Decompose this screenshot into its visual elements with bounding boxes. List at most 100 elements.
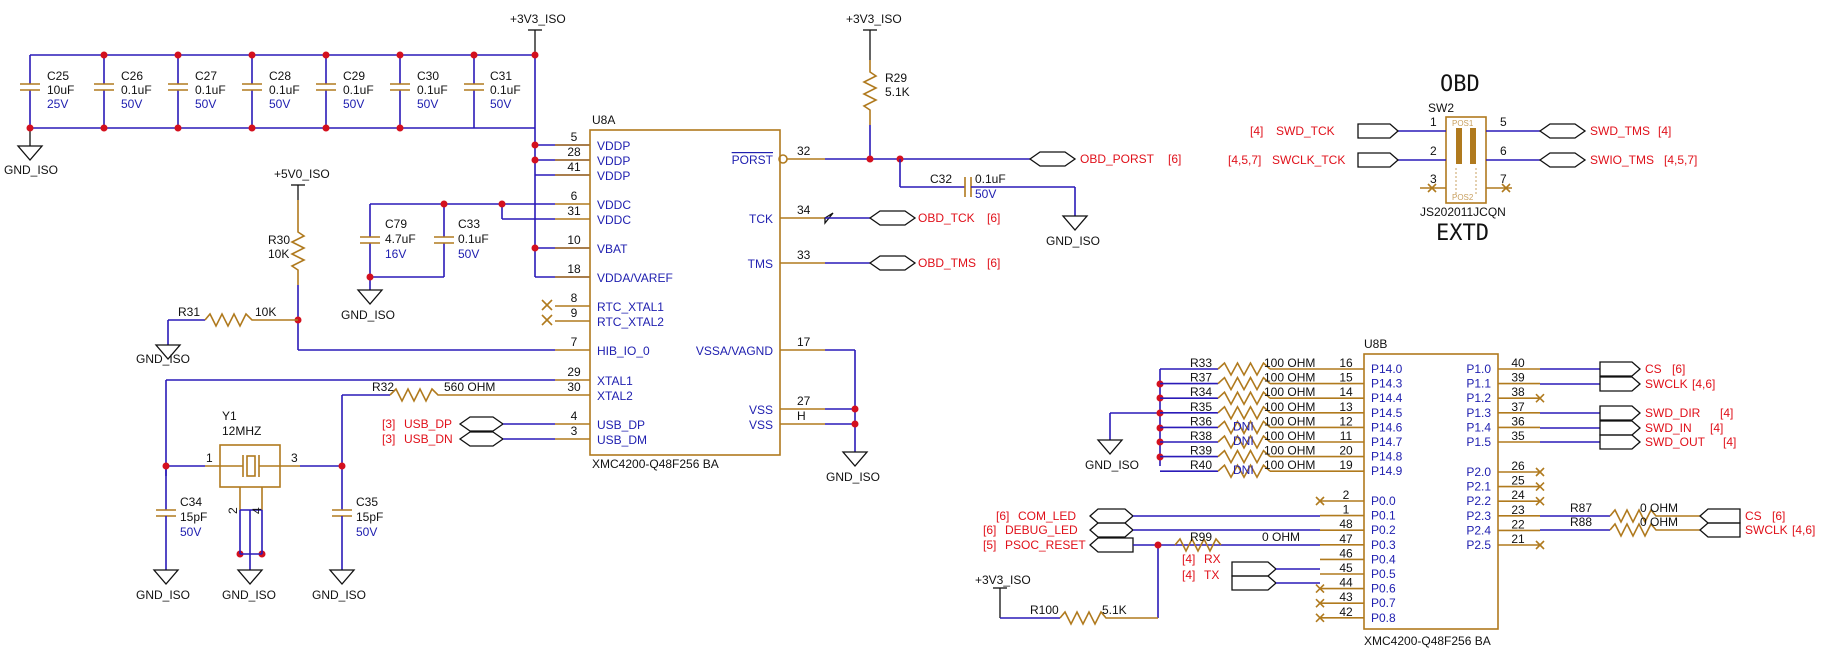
pin-num: 4 (571, 409, 578, 423)
pin-name: RTC_XTAL1 (597, 300, 664, 314)
pin-name: HIB_IO_0 (597, 344, 650, 358)
r99-value: 0 OHM (1262, 530, 1300, 544)
res-value: 100 OHM (1264, 458, 1315, 472)
res-value: 100 OHM (1264, 400, 1315, 414)
pin-num: 17 (797, 335, 811, 349)
port-name: P2.0 (1466, 465, 1491, 479)
pin-num: 36 (1511, 414, 1525, 428)
c35-ref: C35 (356, 495, 378, 509)
vss-ground: GND_ISO (825, 349, 880, 484)
obd-tms-net: OBD_TMS (918, 256, 976, 270)
sw2-net: SWD_TMS (1590, 124, 1650, 138)
sw2-pin: 3 (1430, 172, 1437, 186)
pin-num: 13 (1339, 400, 1353, 414)
p0-net-sheet: [4] (1182, 552, 1195, 566)
r31-value: 10K (255, 305, 276, 319)
p0-net-sheet: [5] (983, 538, 996, 552)
p0-net-sheet: [6] (996, 509, 1009, 523)
p2-res-ref: R87 (1570, 501, 1592, 515)
p1-net: SWD_OUT (1645, 435, 1706, 449)
v33-label: +3V3_ISO (510, 12, 566, 26)
pin-name: PORST (732, 153, 774, 167)
pin-num: 27 (797, 394, 811, 408)
pin-num: 44 (1339, 576, 1353, 590)
pin-num: 38 (1511, 385, 1525, 399)
res-ref: R35 (1190, 400, 1212, 414)
pin-num: 18 (567, 262, 581, 276)
p2-net-sheet: [4,6] (1792, 523, 1815, 537)
no-connect (1315, 584, 1325, 594)
p2-res-value: 0 OHM (1640, 501, 1678, 515)
no-connect (1535, 482, 1545, 492)
pin-num: 33 (797, 248, 811, 262)
jtag-nets: OBD_TCK [6] OBD_TMS [6] (824, 210, 1000, 271)
pin-num: 1 (1343, 503, 1350, 517)
cap-value: 0.1uF (490, 83, 521, 97)
pin-name: USB_DP (597, 418, 645, 432)
port-name: P2.5 (1466, 538, 1491, 552)
sw2-pin: 6 (1500, 144, 1507, 158)
pin-num: 9 (571, 306, 578, 320)
pin-num: 5 (571, 130, 578, 144)
c35-rating: 50V (356, 525, 377, 539)
port-name: P14.5 (1371, 406, 1403, 420)
sw2-pos2: POS2 (1452, 193, 1474, 202)
r30-ref: R30 (268, 233, 290, 247)
u8b-symbol: U8B XMC4200-Q48F256 BA (1363, 337, 1499, 648)
pin-num: 34 (797, 203, 811, 217)
sw2-net-sheet: [4,5,7] (1664, 153, 1697, 167)
no-connect (1535, 467, 1545, 477)
c32-ref: C32 (930, 172, 952, 186)
p2-res-ref: R88 (1570, 515, 1592, 529)
y1-pin: 4 (250, 507, 264, 514)
pin-name: VBAT (597, 242, 628, 256)
pin-num: 28 (567, 145, 581, 159)
port-name: P0.8 (1371, 611, 1396, 625)
gnd-label: GND_ISO (136, 352, 190, 366)
p1-net: CS (1645, 362, 1662, 376)
u8b-part: XMC4200-Q48F256 BA (1364, 634, 1491, 648)
port-name: P2.4 (1466, 523, 1491, 537)
pin-name: TMS (748, 257, 773, 271)
no-connect (1315, 613, 1325, 623)
cap-value: 10uF (47, 83, 74, 97)
pin-num: 29 (567, 365, 581, 379)
port-name: P1.4 (1466, 420, 1491, 434)
port-name: P1.1 (1466, 377, 1491, 391)
cap-rating: 50V (343, 97, 364, 111)
cap-ref: C27 (195, 69, 217, 83)
port-name: P0.4 (1371, 552, 1396, 566)
port-name: P14.0 (1371, 362, 1403, 376)
cap-ref: C33 (458, 217, 480, 231)
port-name: P0.6 (1371, 582, 1396, 596)
gnd-label: GND_ISO (826, 470, 880, 484)
pin-num: 21 (1511, 532, 1525, 546)
gnd-label: GND_ISO (4, 163, 58, 177)
cap-ref: C31 (490, 69, 512, 83)
sw2-net: SWD_TCK (1276, 124, 1335, 138)
pin-num: 6 (571, 189, 578, 203)
pin-num: 30 (567, 380, 581, 394)
port-name: P0.7 (1371, 596, 1396, 610)
gnd-label: GND_ISO (222, 588, 276, 602)
usb-dn-net: USB_DN (404, 432, 453, 446)
r31-ref: R31 (178, 305, 200, 319)
y1-pin: 1 (206, 451, 213, 465)
hib-network: +5V0_ISO GND_ISO R30 10K R31 10K (136, 167, 555, 366)
obd-tck-net: OBD_TCK (918, 211, 975, 225)
c34-value: 15pF (180, 510, 207, 524)
p1-net-sheet: [4] (1710, 421, 1723, 435)
p14-bank: GND_ISO (1085, 369, 1164, 472)
port-name: P0.5 (1371, 567, 1396, 581)
u8a-ref: U8A (592, 113, 615, 127)
c34-rating: 50V (180, 525, 201, 539)
cap-value: 0.1uF (195, 83, 226, 97)
gnd-label: GND_ISO (1085, 458, 1139, 472)
r99-ref: R99 (1190, 530, 1212, 544)
pin-name: TCK (749, 212, 773, 226)
crystal-circuit: GND_ISO GND_ISO GND_ISO Y1 12MHZ 1 3 2 4… (136, 379, 555, 602)
resistor (1217, 434, 1271, 450)
p0-net: DEBUG_LED (1005, 523, 1078, 537)
